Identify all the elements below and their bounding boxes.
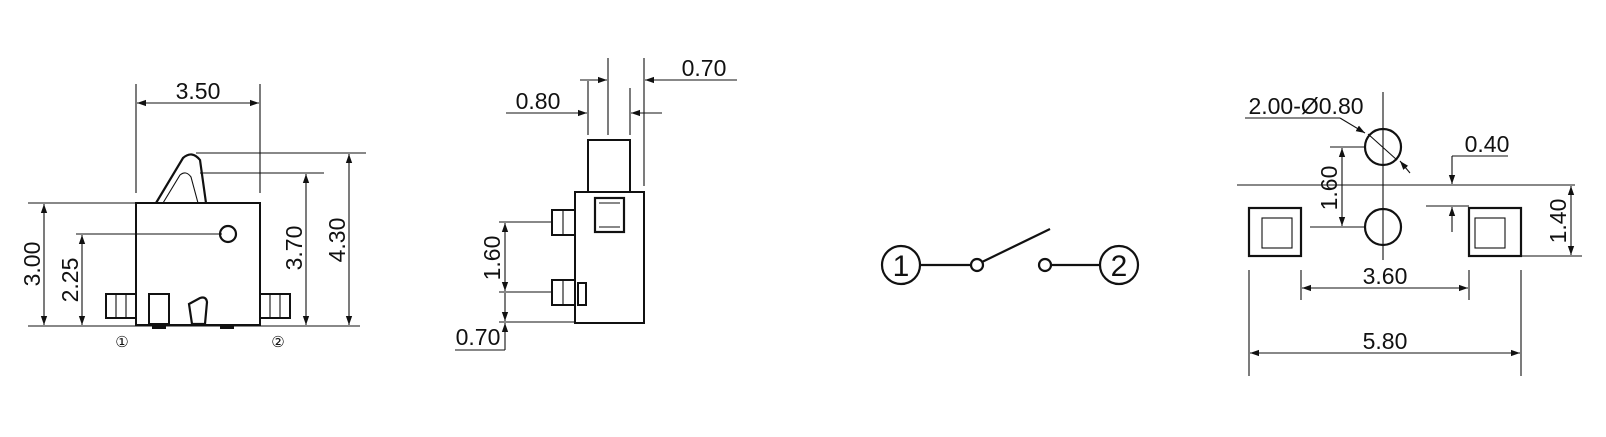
dim-hole-height: 2.25 bbox=[57, 258, 83, 303]
actuator bbox=[155, 153, 208, 204]
dim-total-height: 4.30 bbox=[324, 218, 350, 263]
dim-offset: 0.40 bbox=[1465, 131, 1510, 157]
terminal-2-label: 2 bbox=[1111, 250, 1128, 283]
pin2-label: ② bbox=[271, 334, 284, 351]
dim-side-top: 0.70 bbox=[682, 55, 727, 81]
dim-hole-pitch: 1.60 bbox=[1316, 166, 1342, 211]
schematic: 1 2 bbox=[880, 228, 1140, 286]
dim-hole: 2.00-Ø0.80 bbox=[1248, 93, 1363, 119]
dim-body-height: 3.00 bbox=[19, 242, 45, 287]
pad-right bbox=[1467, 206, 1523, 258]
front-view: ① ② 3.50 3.00 2.25 3.70 4.30 bbox=[19, 78, 366, 351]
dim-width: 3.50 bbox=[176, 78, 221, 104]
dim-actuator-height: 3.70 bbox=[281, 226, 307, 271]
terminal-2-circle bbox=[1098, 244, 1140, 286]
dim-side-pitch: 1.60 bbox=[479, 236, 505, 281]
side-actuator bbox=[587, 139, 631, 193]
dim-outer-span: 5.80 bbox=[1363, 328, 1408, 354]
switch-blade bbox=[981, 228, 1051, 263]
pin1-label: ① bbox=[115, 334, 128, 351]
dim-side-left: 0.80 bbox=[516, 88, 561, 114]
dim-inner-span: 3.60 bbox=[1363, 263, 1408, 289]
dim-side-bottom: 0.70 bbox=[456, 324, 501, 350]
footprint-view: 2.00-Ø0.80 0.40 1.60 1.40 3.60 5.80 bbox=[1237, 92, 1582, 376]
terminal-1-label: 1 bbox=[893, 250, 910, 283]
pad-left bbox=[1247, 206, 1303, 258]
side-view: 0.70 0.80 1.60 0.70 bbox=[455, 55, 737, 351]
dim-pad-height: 1.40 bbox=[1545, 199, 1571, 244]
